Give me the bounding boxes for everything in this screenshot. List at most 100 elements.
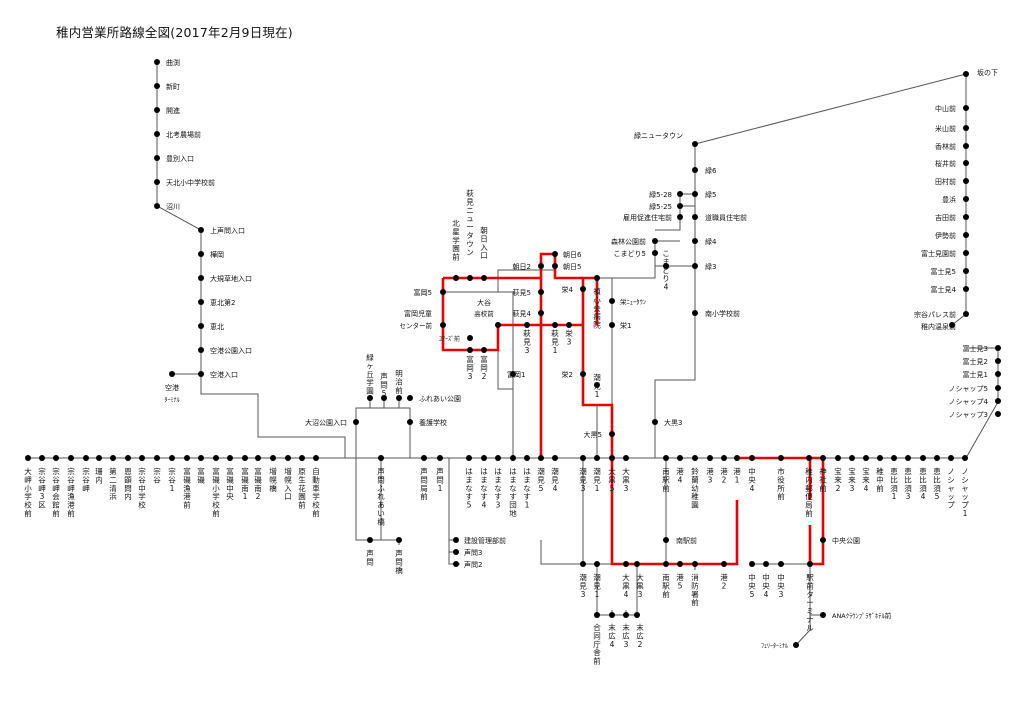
stop-dot[interactable] [692, 191, 698, 197]
stop-dot[interactable] [609, 612, 615, 618]
stop-dot[interactable] [623, 455, 629, 461]
stop-dot[interactable] [820, 455, 826, 461]
stop-dot[interactable] [806, 455, 812, 461]
stop-dot[interactable] [692, 561, 698, 567]
stop-dot[interactable] [538, 263, 544, 269]
stop-dot[interactable] [995, 398, 1001, 404]
stop-dot[interactable] [623, 612, 629, 618]
stop-dot[interactable] [381, 395, 387, 401]
stop-dot[interactable] [467, 347, 473, 353]
stop-dot[interactable] [154, 455, 160, 461]
stop-dot[interactable] [652, 250, 658, 256]
stop-dot[interactable] [154, 107, 160, 113]
stop-dot[interactable] [877, 455, 883, 461]
stop-dot[interactable] [198, 275, 204, 281]
stop-dot[interactable] [580, 455, 586, 461]
stop-dot[interactable] [962, 455, 968, 461]
stop-dot[interactable] [524, 322, 530, 328]
stop-dot[interactable] [407, 395, 413, 401]
stop-dot[interactable] [510, 455, 516, 461]
stop-dot[interactable] [524, 455, 530, 461]
stop-dot[interactable] [198, 251, 204, 257]
stop-dot[interactable] [963, 160, 969, 166]
stop-dot[interactable] [407, 419, 413, 425]
stop-dot[interactable] [495, 322, 501, 328]
stop-dot[interactable] [995, 358, 1001, 364]
stop-dot[interactable] [677, 191, 683, 197]
stop-dot[interactable] [198, 299, 204, 305]
stop-dot[interactable] [652, 238, 658, 244]
stop-dot[interactable] [749, 455, 755, 461]
stop-dot[interactable] [169, 371, 175, 377]
stop-dot[interactable] [634, 561, 640, 567]
stop-dot[interactable] [285, 455, 291, 461]
stop-dot[interactable] [963, 214, 969, 220]
stop-dot[interactable] [481, 275, 487, 281]
stop-dot[interactable] [963, 125, 969, 131]
stop-dot[interactable] [481, 455, 487, 461]
stop-dot[interactable] [963, 311, 969, 317]
stop-dot[interactable] [863, 455, 869, 461]
stop-dot[interactable] [580, 561, 586, 567]
stop-dot[interactable] [963, 250, 969, 256]
stop-dot[interactable] [663, 537, 669, 543]
stop-dot[interactable] [891, 455, 897, 461]
stop-dot[interactable] [552, 263, 558, 269]
stop-dot[interactable] [609, 455, 615, 461]
stop-dot[interactable] [793, 642, 799, 648]
stop-dot[interactable] [677, 561, 683, 567]
stop-dot[interactable] [538, 289, 544, 295]
stop-dot[interactable] [721, 455, 727, 461]
stop-dot[interactable] [453, 549, 459, 555]
stop-dot[interactable] [139, 455, 145, 461]
stop-dot[interactable] [39, 455, 45, 461]
stop-dot[interactable] [995, 345, 1001, 351]
stop-dot[interactable] [963, 71, 969, 77]
stop-dot[interactable] [198, 323, 204, 329]
stop-dot[interactable] [396, 537, 402, 543]
stop-dot[interactable] [154, 203, 160, 209]
stop-dot[interactable] [692, 455, 698, 461]
stop-dot[interactable] [995, 411, 1001, 417]
stop-dot[interactable] [663, 455, 669, 461]
stop-dot[interactable] [169, 455, 175, 461]
stop-dot[interactable] [594, 275, 600, 281]
stop-dot[interactable] [807, 561, 813, 567]
stop-dot[interactable] [453, 537, 459, 543]
stop-dot[interactable] [609, 431, 615, 437]
stop-dot[interactable] [270, 455, 276, 461]
stop-dot[interactable] [995, 371, 1001, 377]
stop-dot[interactable] [440, 289, 446, 295]
stop-dot[interactable] [198, 347, 204, 353]
stop-dot[interactable] [905, 455, 911, 461]
stop-dot[interactable] [623, 561, 629, 567]
stop-dot[interactable] [820, 537, 826, 543]
stop-dot[interactable] [692, 310, 698, 316]
stop-dot[interactable] [466, 455, 472, 461]
stop-dot[interactable] [552, 322, 558, 328]
stop-dot[interactable] [778, 455, 784, 461]
stop-dot[interactable] [367, 395, 373, 401]
stop-dot[interactable] [467, 335, 473, 341]
stop-dot[interactable] [154, 83, 160, 89]
stop-dot[interactable] [580, 286, 586, 292]
stop-dot[interactable] [963, 178, 969, 184]
stop-dot[interactable] [96, 455, 102, 461]
stop-dot[interactable] [663, 561, 669, 567]
stop-dot[interactable] [25, 455, 31, 461]
stop-dot[interactable] [83, 455, 89, 461]
stop-dot[interactable] [849, 455, 855, 461]
stop-dot[interactable] [963, 105, 969, 111]
stop-dot[interactable] [963, 196, 969, 202]
stop-dot[interactable] [367, 537, 373, 543]
stop-dot[interactable] [110, 455, 116, 461]
stop-dot[interactable] [677, 214, 683, 220]
stop-dot[interactable] [963, 286, 969, 292]
stop-dot[interactable] [481, 347, 487, 353]
stop-dot[interactable] [396, 395, 402, 401]
stop-dot[interactable] [634, 612, 640, 618]
stop-dot[interactable] [453, 561, 459, 567]
stop-dot[interactable] [707, 455, 713, 461]
stop-dot[interactable] [255, 455, 261, 461]
stop-dot[interactable] [552, 455, 558, 461]
